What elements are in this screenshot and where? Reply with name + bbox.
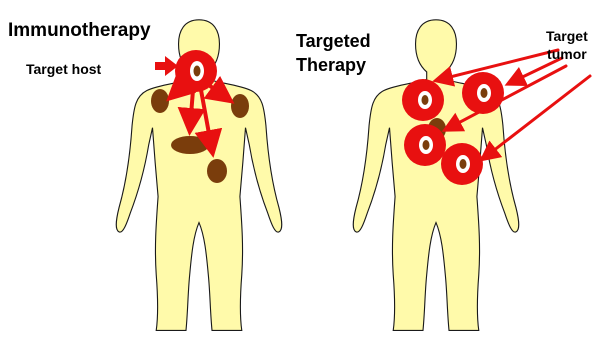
bullseye-target-icon-tumor-2 xyxy=(462,72,504,114)
target-tumor-label: Target tumor xyxy=(546,27,588,63)
bullseye-target-icon-tumor-3 xyxy=(404,124,446,166)
bullseye-target-icon-tumor-4 xyxy=(441,143,483,185)
bullseye-target-icon-tumor-1 xyxy=(402,79,444,121)
tumor-left-shoulder xyxy=(151,89,169,113)
targeted-therapy-title-line1: Targeted xyxy=(296,29,371,53)
tumor-abdomen xyxy=(171,136,209,154)
target-host-block-arrow xyxy=(155,56,178,76)
tumor-right-shoulder xyxy=(231,94,249,118)
immunotherapy-title: Immunotherapy xyxy=(8,20,151,42)
tumor-hip xyxy=(207,159,227,183)
targeted-therapy-title: Targeted Therapy xyxy=(296,29,371,77)
target-host-label: Target host xyxy=(26,61,101,77)
target-tumor-label-line1: Target xyxy=(546,27,588,45)
target-tumor-label-line2: tumor xyxy=(546,45,588,63)
targeted-therapy-title-line2: Therapy xyxy=(296,53,371,77)
